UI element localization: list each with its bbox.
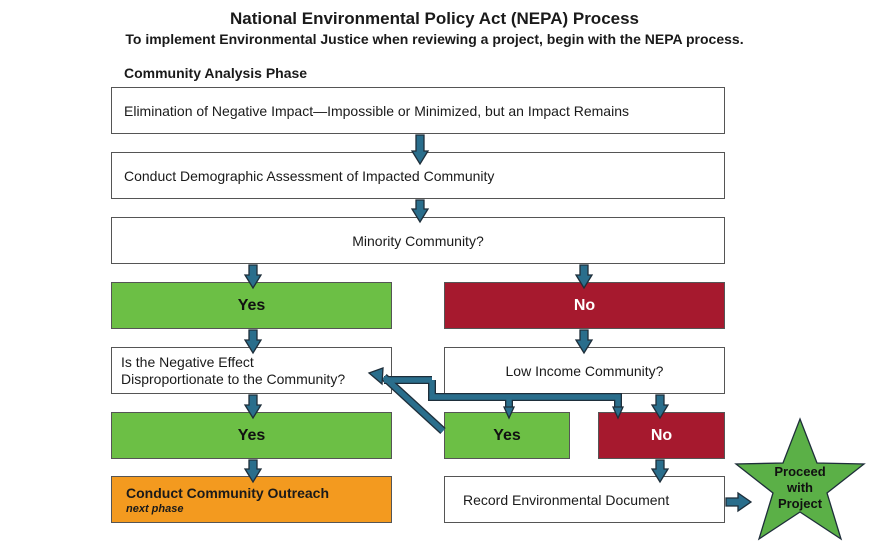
arrowhead-to-disproportionate [367, 367, 384, 386]
proceed-label-line1: Proceed [774, 464, 826, 479]
minority-text: Minority Community? [352, 232, 484, 249]
arrow-no-to-record [650, 459, 670, 484]
arrow-minority-to-no [574, 264, 594, 290]
outreach-box: Conduct Community Outreach next phase [111, 476, 392, 523]
arrow-elimination-to-demographic [410, 134, 430, 166]
arrow-no-to-low-income [574, 329, 594, 355]
low-income-box: Low Income Community? [444, 347, 725, 394]
low-income-text: Low Income Community? [505, 362, 664, 379]
elimination-text: Elimination of Negative Impact—Impossibl… [124, 102, 629, 119]
arrow-demographic-to-minority [410, 199, 430, 224]
arrow-yes-to-disproportionate [243, 329, 263, 355]
connector-fill-diagonal [382, 375, 445, 433]
low-income-no-text: No [650, 426, 673, 444]
record-text: Record Environmental Document [463, 491, 670, 508]
arrowhead-to-low-income-no [611, 406, 625, 420]
proceed-label-line2: with [787, 480, 813, 495]
arrow-disproportionate-to-yes [243, 394, 263, 420]
outreach-subtext: next phase [126, 502, 184, 515]
proceed-label: Proceed with Project [760, 464, 840, 512]
minority-yes-text: Yes [237, 296, 266, 314]
low-income-yes-text: Yes [493, 426, 521, 444]
disproportionate-yes-box: Yes [111, 412, 392, 459]
arrow-low-income-to-no [650, 394, 670, 420]
page-title: National Environmental Policy Act (NEPA)… [229, 9, 640, 28]
low-income-yes-box: Yes [444, 412, 570, 459]
arrow-record-to-proceed [725, 491, 753, 513]
disproportionate-text-line1: Is the Negative Effect [121, 354, 254, 370]
proceed-star-icon [734, 417, 866, 541]
page-subtitle: To implement Environmental Justice when … [125, 31, 744, 47]
phase-label: Community Analysis Phase [124, 65, 308, 81]
disproportionate-box: Is the Negative Effect Disproportionate … [111, 347, 392, 394]
arrowhead-to-low-income-yes [502, 406, 516, 420]
minority-no-text: No [573, 296, 596, 314]
proceed-label-line3: Project [777, 496, 823, 511]
connector-fill-path [429, 380, 621, 409]
arrow-yes-to-outreach [243, 459, 263, 484]
outreach-text: Conduct Community Outreach [126, 484, 330, 501]
disproportionate-yes-text: Yes [237, 426, 266, 444]
record-box: Record Environmental Document [444, 476, 725, 523]
elimination-box: Elimination of Negative Impact—Impossibl… [111, 87, 725, 134]
arrow-minority-to-yes [243, 264, 263, 290]
disproportionate-text-line2: Disproportionate to the Community? [121, 371, 346, 387]
demographic-text: Conduct Demographic Assessment of Impact… [124, 167, 495, 184]
